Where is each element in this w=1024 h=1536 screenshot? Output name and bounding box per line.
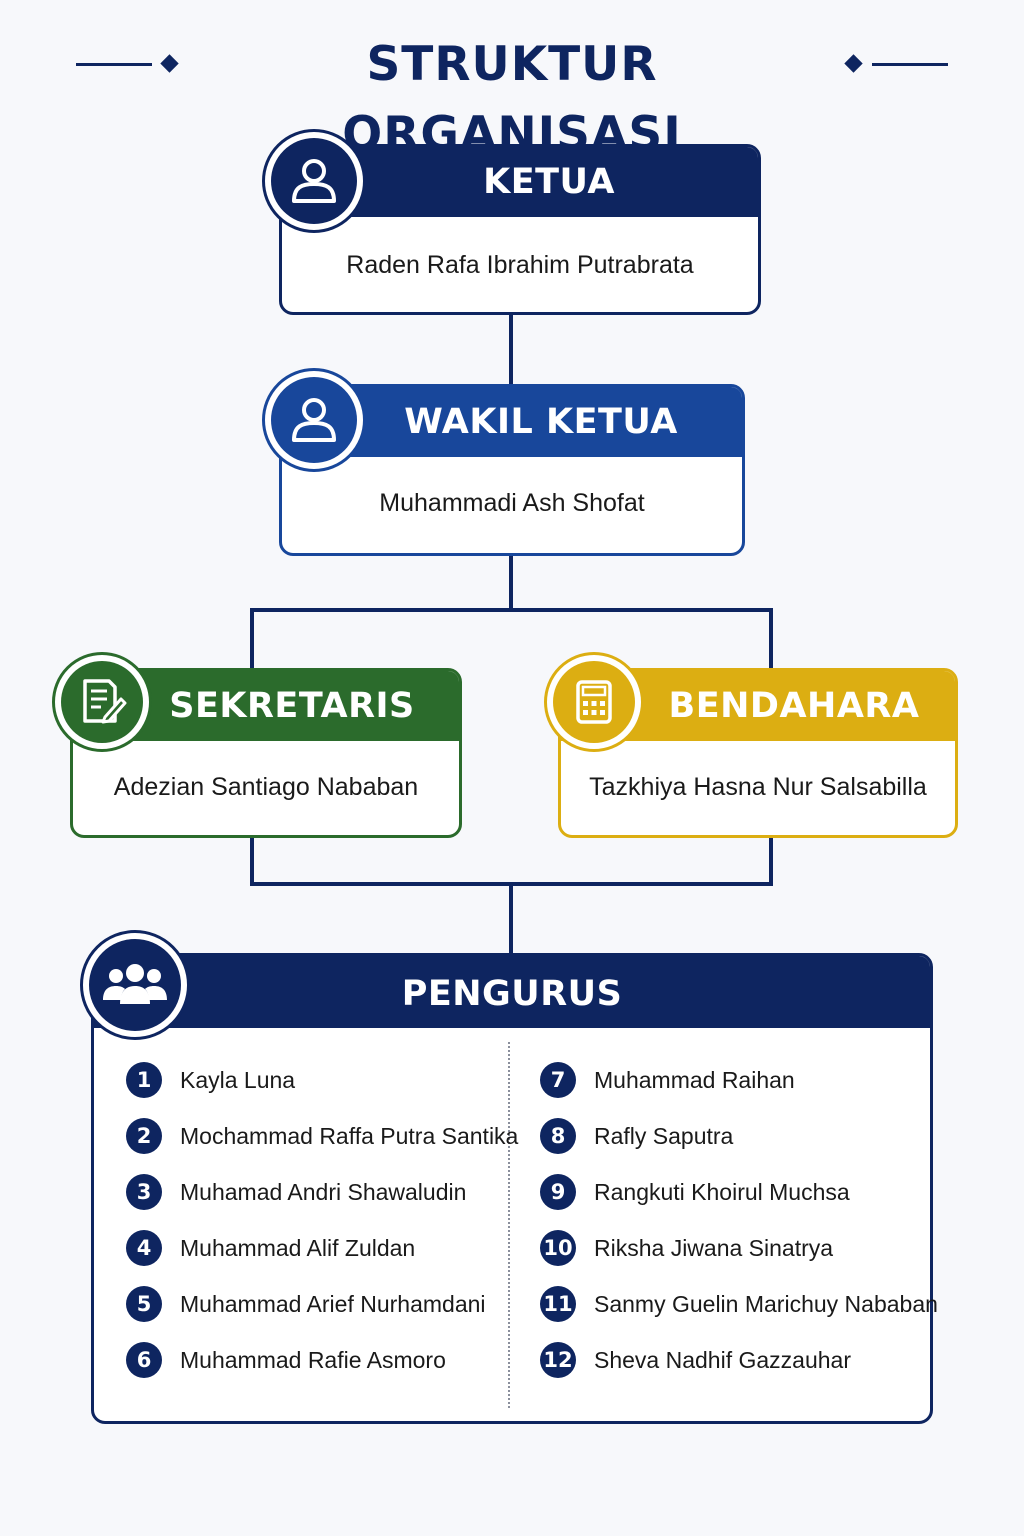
member-number-badge: 7 [540, 1062, 576, 1098]
connector-branch-right-up [769, 608, 773, 672]
list-item: 4 Muhammad Alif Zuldan [126, 1220, 518, 1276]
bendahara-icon-badge [544, 652, 644, 752]
list-item: 12 Sheva Nadhif Gazzauhar [540, 1332, 938, 1388]
title-line-left [76, 63, 152, 66]
list-item: 8 Rafly Saputra [540, 1108, 938, 1164]
wakil-ketua-name: Muhammadi Ash Shofat [379, 489, 645, 517]
title-line-right [872, 63, 948, 66]
member-name: Sanmy Guelin Marichuy Nababan [594, 1290, 938, 1317]
connector-ketua-wakil [509, 312, 513, 388]
member-name: Riksha Jiwana Sinatrya [594, 1234, 834, 1261]
list-item: 1 Kayla Luna [126, 1052, 518, 1108]
page-title: STRUKTUR ORGANISASI [342, 37, 682, 162]
user-icon [292, 398, 336, 442]
connector-wakil-branch [509, 553, 513, 611]
member-name: Muhammad Rafie Asmoro [180, 1346, 446, 1373]
member-number-badge: 1 [126, 1062, 162, 1098]
ketua-name: Raden Rafa Ibrahim Putrabrata [346, 251, 694, 279]
member-number-badge: 6 [126, 1342, 162, 1378]
page-header: STRUKTUR ORGANISASI [0, 30, 1024, 162]
member-name: Mochammad Raffa Putra Santika [180, 1122, 519, 1149]
list-item: 6 Muhammad Rafie Asmoro [126, 1332, 518, 1388]
member-name: Muhammad Arief Nurhamdani [180, 1290, 486, 1317]
sekretaris-name: Adezian Santiago Nababan [113, 773, 419, 801]
member-number-badge: 9 [540, 1174, 576, 1210]
calculator-icon [576, 680, 612, 724]
list-item: 9 Rangkuti Khoirul Muchsa [540, 1164, 938, 1220]
title-diamond-left [160, 54, 179, 73]
list-item: 11 Sanmy Guelin Marichuy Nababan [540, 1276, 938, 1332]
member-number-badge: 12 [540, 1342, 576, 1378]
member-number-badge: 8 [540, 1118, 576, 1154]
pengurus-list-right: 7 Muhammad Raihan 8 Rafly Saputra 9 Rang… [540, 1052, 938, 1388]
member-number-badge: 10 [540, 1230, 576, 1266]
list-item: 3 Muhamad Andri Shawaludin [126, 1164, 518, 1220]
member-name: Muhamad Andri Shawaludin [180, 1178, 467, 1205]
list-item: 7 Muhammad Raihan [540, 1052, 938, 1108]
user-icon [292, 159, 336, 203]
connector-branch-top [250, 608, 773, 612]
list-item: 10 Riksha Jiwana Sinatrya [540, 1220, 938, 1276]
group-icon [103, 964, 167, 1004]
wakil-ketua-icon-badge [262, 368, 366, 472]
member-name: Kayla Luna [180, 1066, 296, 1093]
list-item: 5 Muhammad Arief Nurhamdani [126, 1276, 518, 1332]
member-number-badge: 3 [126, 1174, 162, 1210]
pengurus-column-divider [508, 1042, 510, 1408]
pengurus-title: PENGURUS [94, 956, 930, 1028]
pengurus-list-left: 1 Kayla Luna 2 Mochammad Raffa Putra San… [126, 1052, 518, 1388]
bendahara-name: Tazkhiya Hasna Nur Salsabilla [589, 773, 927, 801]
member-name: Rangkuti Khoirul Muchsa [594, 1178, 850, 1205]
document-edit-icon [83, 679, 127, 724]
connector-branch-left-up [250, 608, 254, 672]
member-number-badge: 4 [126, 1230, 162, 1266]
member-name: Rafly Saputra [594, 1122, 734, 1149]
pengurus-icon-badge [80, 930, 190, 1040]
connector-branch-right-down [769, 836, 773, 886]
member-number-badge: 5 [126, 1286, 162, 1322]
member-name: Sheva Nadhif Gazzauhar [594, 1346, 851, 1373]
connector-branch-left-down [250, 836, 254, 886]
sekretaris-icon-badge [52, 652, 152, 752]
pengurus-card: PENGURUS [91, 953, 933, 1424]
member-name: Muhammad Alif Zuldan [180, 1234, 416, 1261]
ketua-icon-badge [262, 129, 366, 233]
title-diamond-right [844, 54, 863, 73]
member-name: Muhammad Raihan [594, 1066, 795, 1093]
connector-branch-pengurus [509, 884, 513, 956]
member-number-badge: 11 [540, 1286, 576, 1322]
list-item: 2 Mochammad Raffa Putra Santika [126, 1108, 518, 1164]
member-number-badge: 2 [126, 1118, 162, 1154]
